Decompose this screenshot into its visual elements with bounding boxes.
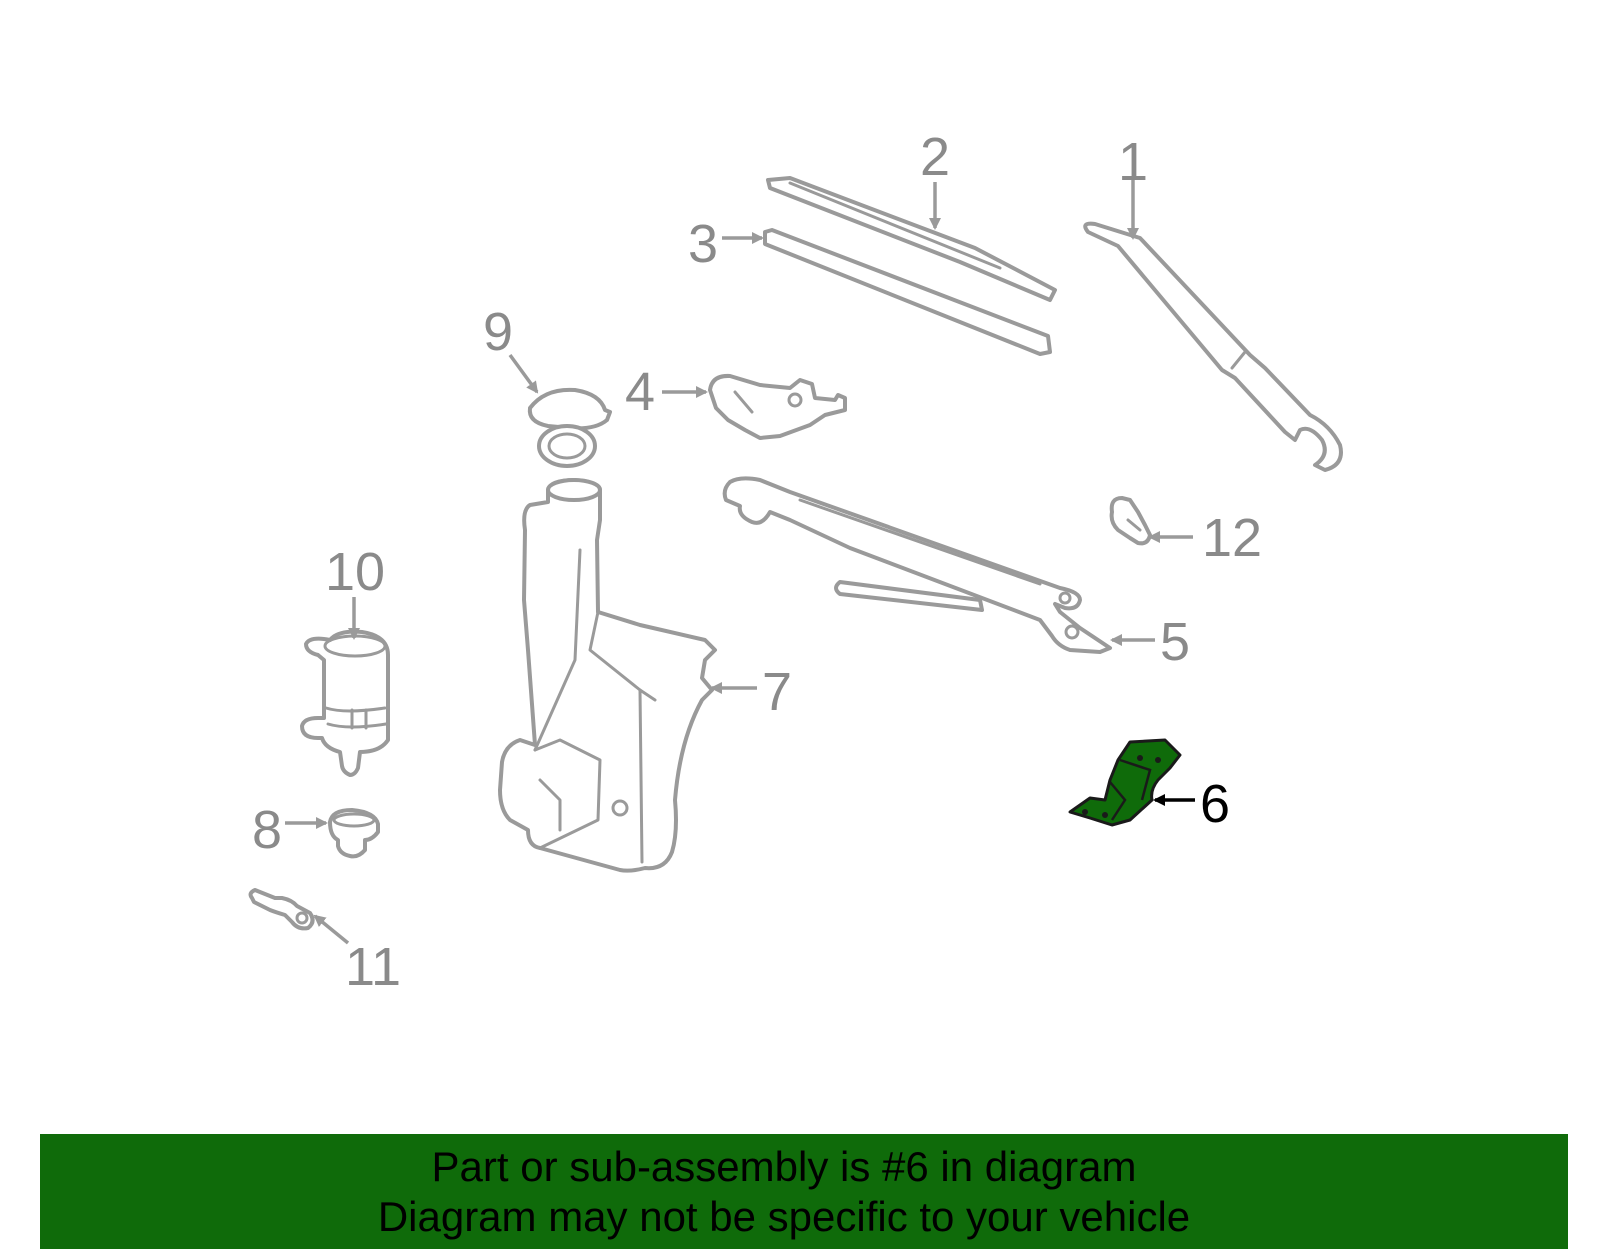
part-4-wiper-motor[interactable]: [708, 373, 847, 440]
callout-2[interactable]: 2: [920, 127, 950, 187]
callout-8[interactable]: 8: [252, 800, 282, 860]
part-9-reservoir-cap[interactable]: [527, 387, 612, 468]
callout-12[interactable]: 12: [1202, 508, 1262, 568]
callout-4[interactable]: 4: [625, 362, 655, 422]
part-3-blade-insert[interactable]: [763, 228, 1052, 356]
callout-10[interactable]: 10: [325, 542, 385, 602]
part-1-wiper-arm[interactable]: [1083, 221, 1343, 472]
parts-diagram: 1 2 3 4 9 5 12: [248, 127, 1343, 997]
part-5-wiper-linkage[interactable]: [722, 476, 1112, 654]
callout-1[interactable]: 1: [1118, 132, 1148, 192]
part-2-wiper-blade[interactable]: [766, 176, 1057, 302]
callout-5[interactable]: 5: [1160, 612, 1190, 672]
callout-7[interactable]: 7: [762, 662, 792, 722]
leader-11: [313, 914, 350, 945]
callout-9[interactable]: 9: [483, 302, 513, 362]
banner-line-1: Part or sub-assembly is #6 in diagram: [431, 1143, 1137, 1190]
leader-9: [508, 353, 539, 394]
banner-line-2: Diagram may not be specific to your vehi…: [377, 1193, 1191, 1240]
part-6-bracket-highlighted[interactable]: [1068, 738, 1182, 827]
callout-11[interactable]: 11: [345, 937, 401, 997]
callout-6[interactable]: 6: [1200, 774, 1230, 834]
callout-3[interactable]: 3: [688, 214, 718, 274]
part-12-nozzle[interactable]: [1109, 496, 1152, 546]
part-10-washer-pump[interactable]: [300, 629, 390, 777]
info-banner: Part or sub-assembly is #6 in diagram Di…: [40, 1134, 1568, 1249]
part-7-washer-reservoir[interactable]: [498, 478, 717, 873]
part-11-bolt[interactable]: [248, 888, 315, 931]
part-8-grommet[interactable]: [328, 808, 380, 859]
